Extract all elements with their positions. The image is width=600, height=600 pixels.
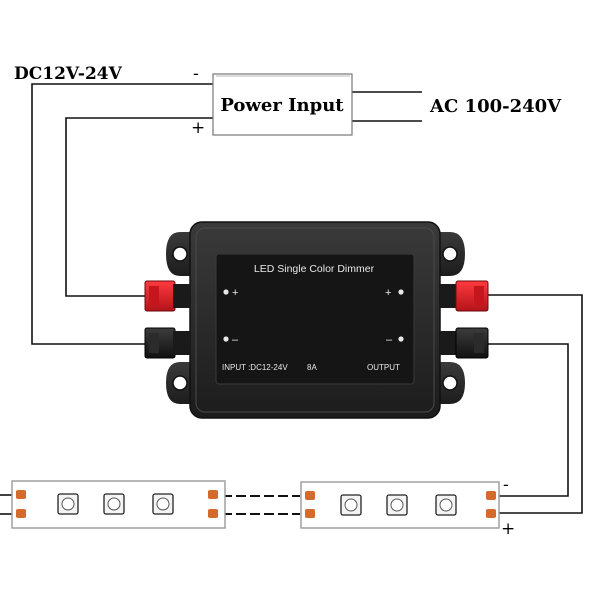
ps-minus-label: - — [193, 64, 199, 84]
led-chip — [57, 493, 79, 515]
power-supply: Power Input — [212, 73, 353, 136]
strip-pad — [486, 509, 496, 518]
strip-pad — [305, 509, 315, 518]
dimmer-panel — [215, 253, 415, 385]
input-terminal-positive — [144, 280, 191, 312]
output-minus-dot — [398, 336, 404, 342]
wire-output-negative — [488, 343, 569, 497]
output-minus-label: – — [386, 334, 393, 346]
strip-plus-label: + — [501, 519, 515, 539]
ps-plus-label: + — [191, 118, 205, 138]
input-plus-label: + — [232, 287, 238, 299]
led-chip — [435, 494, 457, 516]
input-minus-label: – — [232, 334, 239, 346]
input-spec-label: INPUT :DC12-24V — [222, 363, 288, 372]
output-plus-dot — [398, 289, 404, 295]
led-chip — [152, 493, 174, 515]
input-plus-dot — [223, 289, 229, 295]
led-chip — [103, 493, 125, 515]
output-terminal-positive — [440, 280, 489, 312]
strip-pad — [305, 491, 315, 500]
input-terminal-negative — [144, 327, 191, 359]
wires — [0, 83, 583, 515]
current-spec-label: 8A — [307, 363, 317, 372]
strip-pad — [16, 490, 26, 499]
led-strip-right — [300, 481, 500, 529]
led-chip — [340, 494, 362, 516]
strip-pad — [208, 490, 218, 499]
dimmer-title: LED Single Color Dimmer — [254, 263, 375, 275]
strip-minus-label: - — [503, 475, 509, 495]
power-input-label: Power Input — [220, 95, 344, 116]
dc-supply-label: DC12V-24V — [14, 64, 123, 84]
led-chip — [386, 494, 408, 516]
wire-output-positive — [488, 294, 583, 514]
dimmer-unit: LED Single Color Dimmer + – + – INPUT :D… — [144, 221, 489, 419]
strip-pad — [16, 509, 26, 518]
output-spec-label: OUTPUT — [367, 363, 400, 372]
strip-pad — [208, 509, 218, 518]
power-supply-box — [212, 73, 353, 136]
strip-pad — [486, 491, 496, 500]
ac-supply-label: AC 100-240V — [429, 96, 562, 117]
led-strip-left — [11, 480, 226, 529]
wire-input-negative — [31, 83, 213, 345]
input-minus-dot — [223, 336, 229, 342]
wire-input-positive — [65, 117, 213, 297]
output-terminal-negative — [440, 327, 489, 359]
output-plus-label: + — [385, 287, 391, 299]
